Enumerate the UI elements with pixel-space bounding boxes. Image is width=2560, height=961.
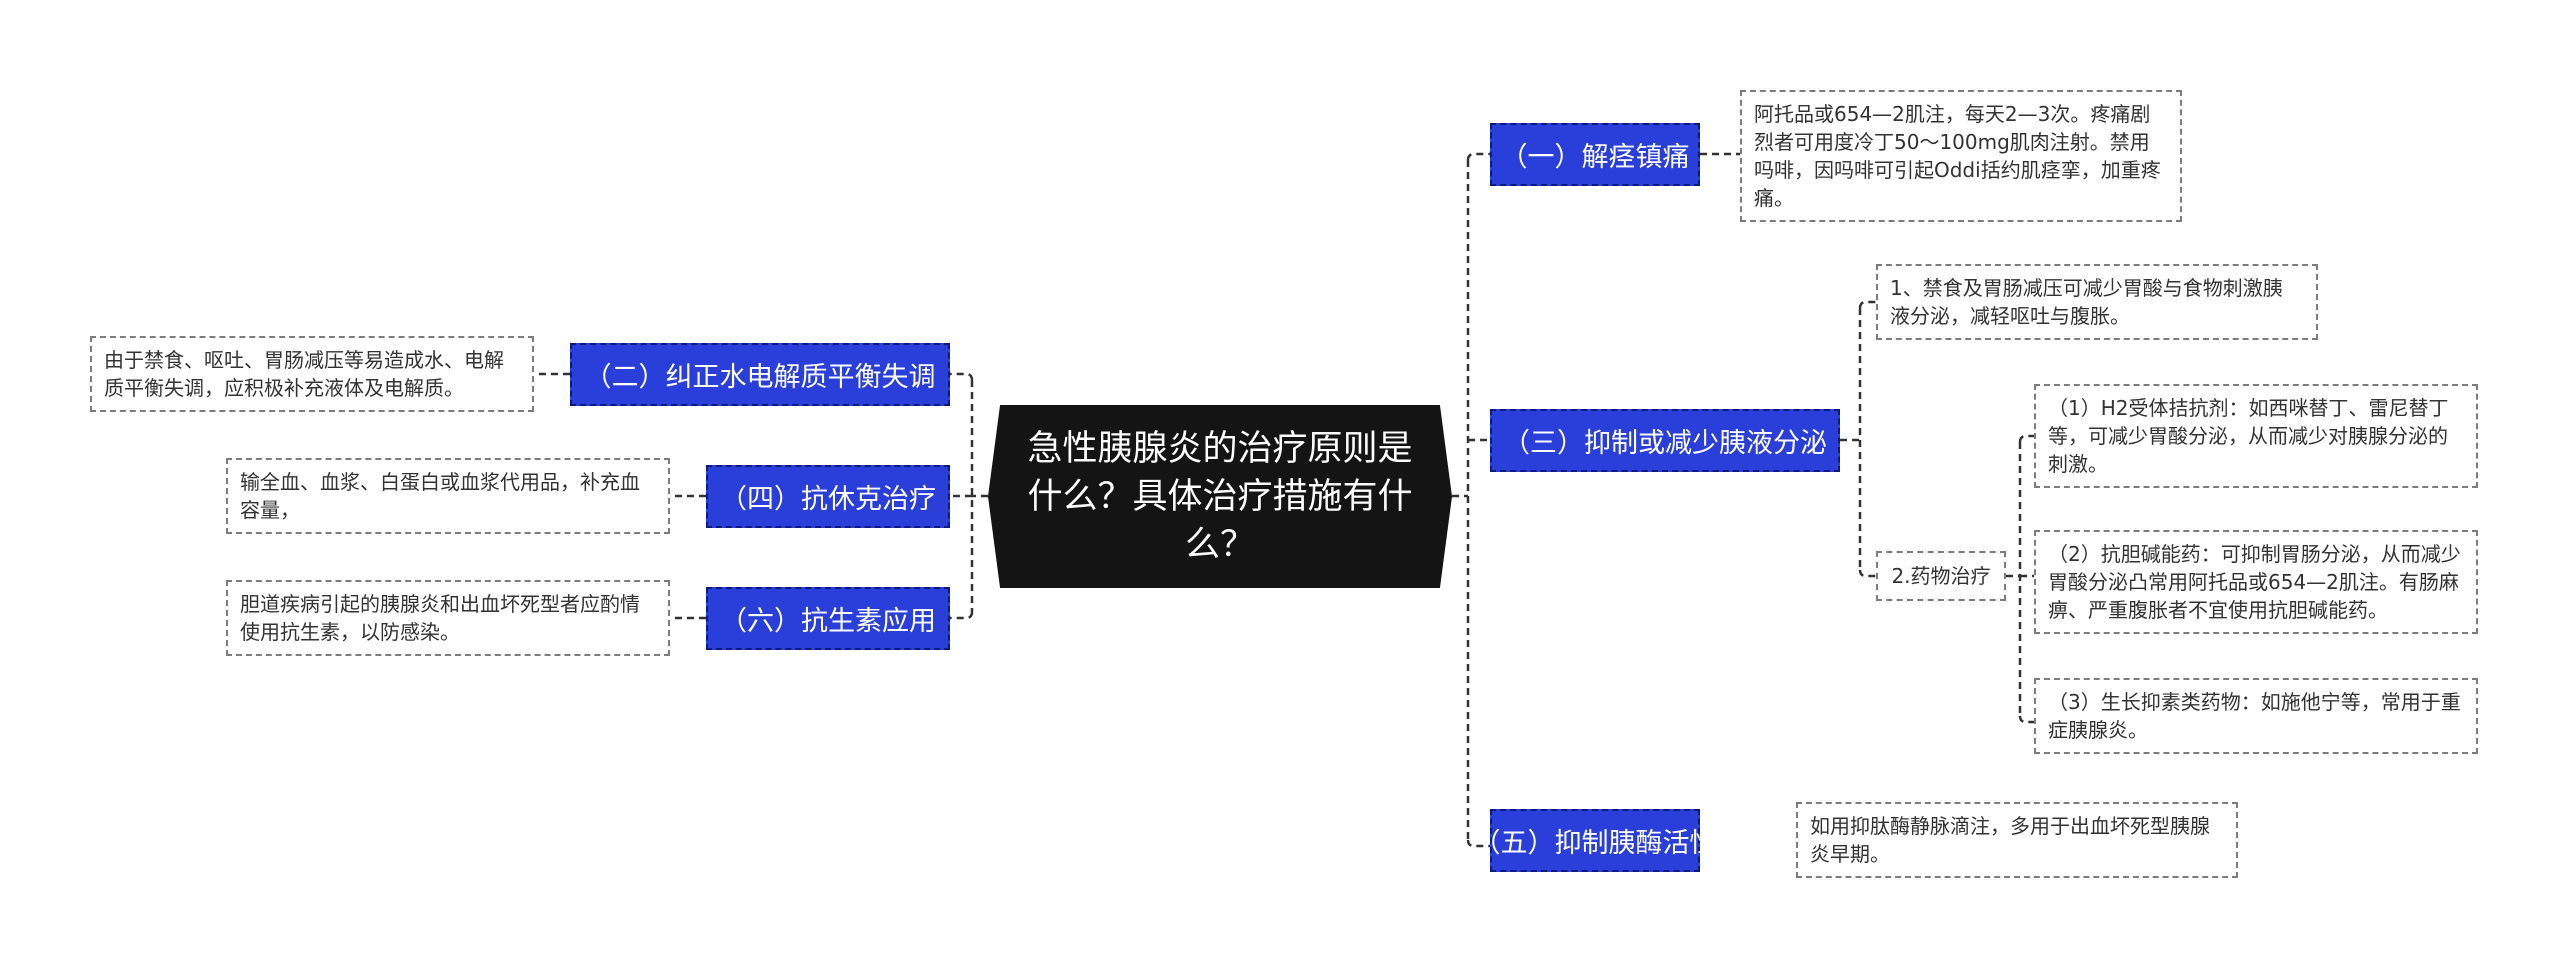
detail-anticholinergic[interactable]: （2）抗胆碱能药：可抑制胃肠分泌，从而减少胃酸分泌凸常用阿托品或654—2肌注。… <box>2034 530 2478 634</box>
detail-text: （1）H2受体拮抗剂：如西咪替丁、雷尼替丁等，可减少胃酸分泌，从而减少对胰腺分泌… <box>2048 396 2449 476</box>
detail-text: （3）生长抑素类药物：如施他宁等，常用于重症胰腺炎。 <box>2048 690 2461 742</box>
branch-inhibit-enzyme-activity[interactable]: （五）抑制胰酶活性 <box>1474 809 1717 872</box>
branch-label: （六）抗生素应用 <box>720 606 936 637</box>
detail-antibiotic-use[interactable]: 胆道疾病引起的胰腺炎和出血坏死型者应酌情使用抗生素，以防感染。 <box>226 580 670 656</box>
subtopic-label: 2.药物治疗 <box>1891 564 1991 588</box>
detail-text: 1、禁食及胃肠减压可减少胃酸与食物刺激胰液分泌，减轻呕吐与腹胀。 <box>1890 276 2283 328</box>
detail-fasting-gastric-decompression[interactable]: 1、禁食及胃肠减压可减少胃酸与食物刺激胰液分泌，减轻呕吐与腹胀。 <box>1876 264 2318 340</box>
detail-text: 阿托品或654—2肌注，每天2—3次。疼痛剧烈者可用度冷丁50～100mg肌肉注… <box>1754 102 2161 210</box>
branch-label: （三）抑制或减少胰液分泌 <box>1503 428 1827 459</box>
branch-correct-electrolyte-imbalance[interactable]: （二）纠正水电解质平衡失调 <box>570 343 950 406</box>
subtopic-drug-therapy[interactable]: 2.药物治疗 <box>1876 551 2006 601</box>
branch-anti-shock[interactable]: （四）抗休克治疗 <box>706 465 950 528</box>
branch-antispasm-analgesia[interactable]: （一）解痉镇痛 <box>1490 123 1700 186</box>
detail-text: 胆道疾病引起的胰腺炎和出血坏死型者应酌情使用抗生素，以防感染。 <box>240 592 640 644</box>
detail-aprotinin[interactable]: 如用抑肽酶静脉滴注，多用于出血坏死型胰腺炎早期。 <box>1796 802 2238 878</box>
detail-text: 如用抑肽酶静脉滴注，多用于出血坏死型胰腺炎早期。 <box>1810 814 2210 866</box>
branch-antibiotics[interactable]: （六）抗生素应用 <box>706 587 950 650</box>
branch-label: （一）解痉镇痛 <box>1500 142 1690 173</box>
branch-label: （四）抗休克治疗 <box>720 484 936 515</box>
branch-label: （五）抑制胰酶活性 <box>1473 828 1717 859</box>
detail-h2-antagonist[interactable]: （1）H2受体拮抗剂：如西咪替丁、雷尼替丁等，可减少胃酸分泌，从而减少对胰腺分泌… <box>2034 384 2478 488</box>
detail-somatostatin[interactable]: （3）生长抑素类药物：如施他宁等，常用于重症胰腺炎。 <box>2034 678 2478 754</box>
branch-label: （二）纠正水电解质平衡失调 <box>584 362 936 393</box>
detail-text: （2）抗胆碱能药：可抑制胃肠分泌，从而减少胃酸分泌凸常用阿托品或654—2肌注。… <box>2048 542 2461 622</box>
detail-text: 输全血、血浆、白蛋白或血浆代用品，补充血容量， <box>240 470 640 522</box>
branch-inhibit-pancreatic-secretion[interactable]: （三）抑制或减少胰液分泌 <box>1490 409 1840 472</box>
root-topic[interactable]: 急性胰腺炎的治疗原则是什么？具体治疗措施有什么？ <box>988 405 1452 588</box>
detail-text: 由于禁食、呕吐、胃肠减压等易造成水、电解质平衡失调，应积极补充液体及电解质。 <box>104 348 504 400</box>
root-title: 急性胰腺炎的治疗原则是什么？具体治疗措施有什么？ <box>1027 428 1413 565</box>
detail-fluid-electrolyte[interactable]: 由于禁食、呕吐、胃肠减压等易造成水、电解质平衡失调，应积极补充液体及电解质。 <box>90 336 534 412</box>
detail-antispasm-analgesia[interactable]: 阿托品或654—2肌注，每天2—3次。疼痛剧烈者可用度冷丁50～100mg肌肉注… <box>1740 90 2182 222</box>
detail-blood-volume[interactable]: 输全血、血浆、白蛋白或血浆代用品，补充血容量， <box>226 458 670 534</box>
